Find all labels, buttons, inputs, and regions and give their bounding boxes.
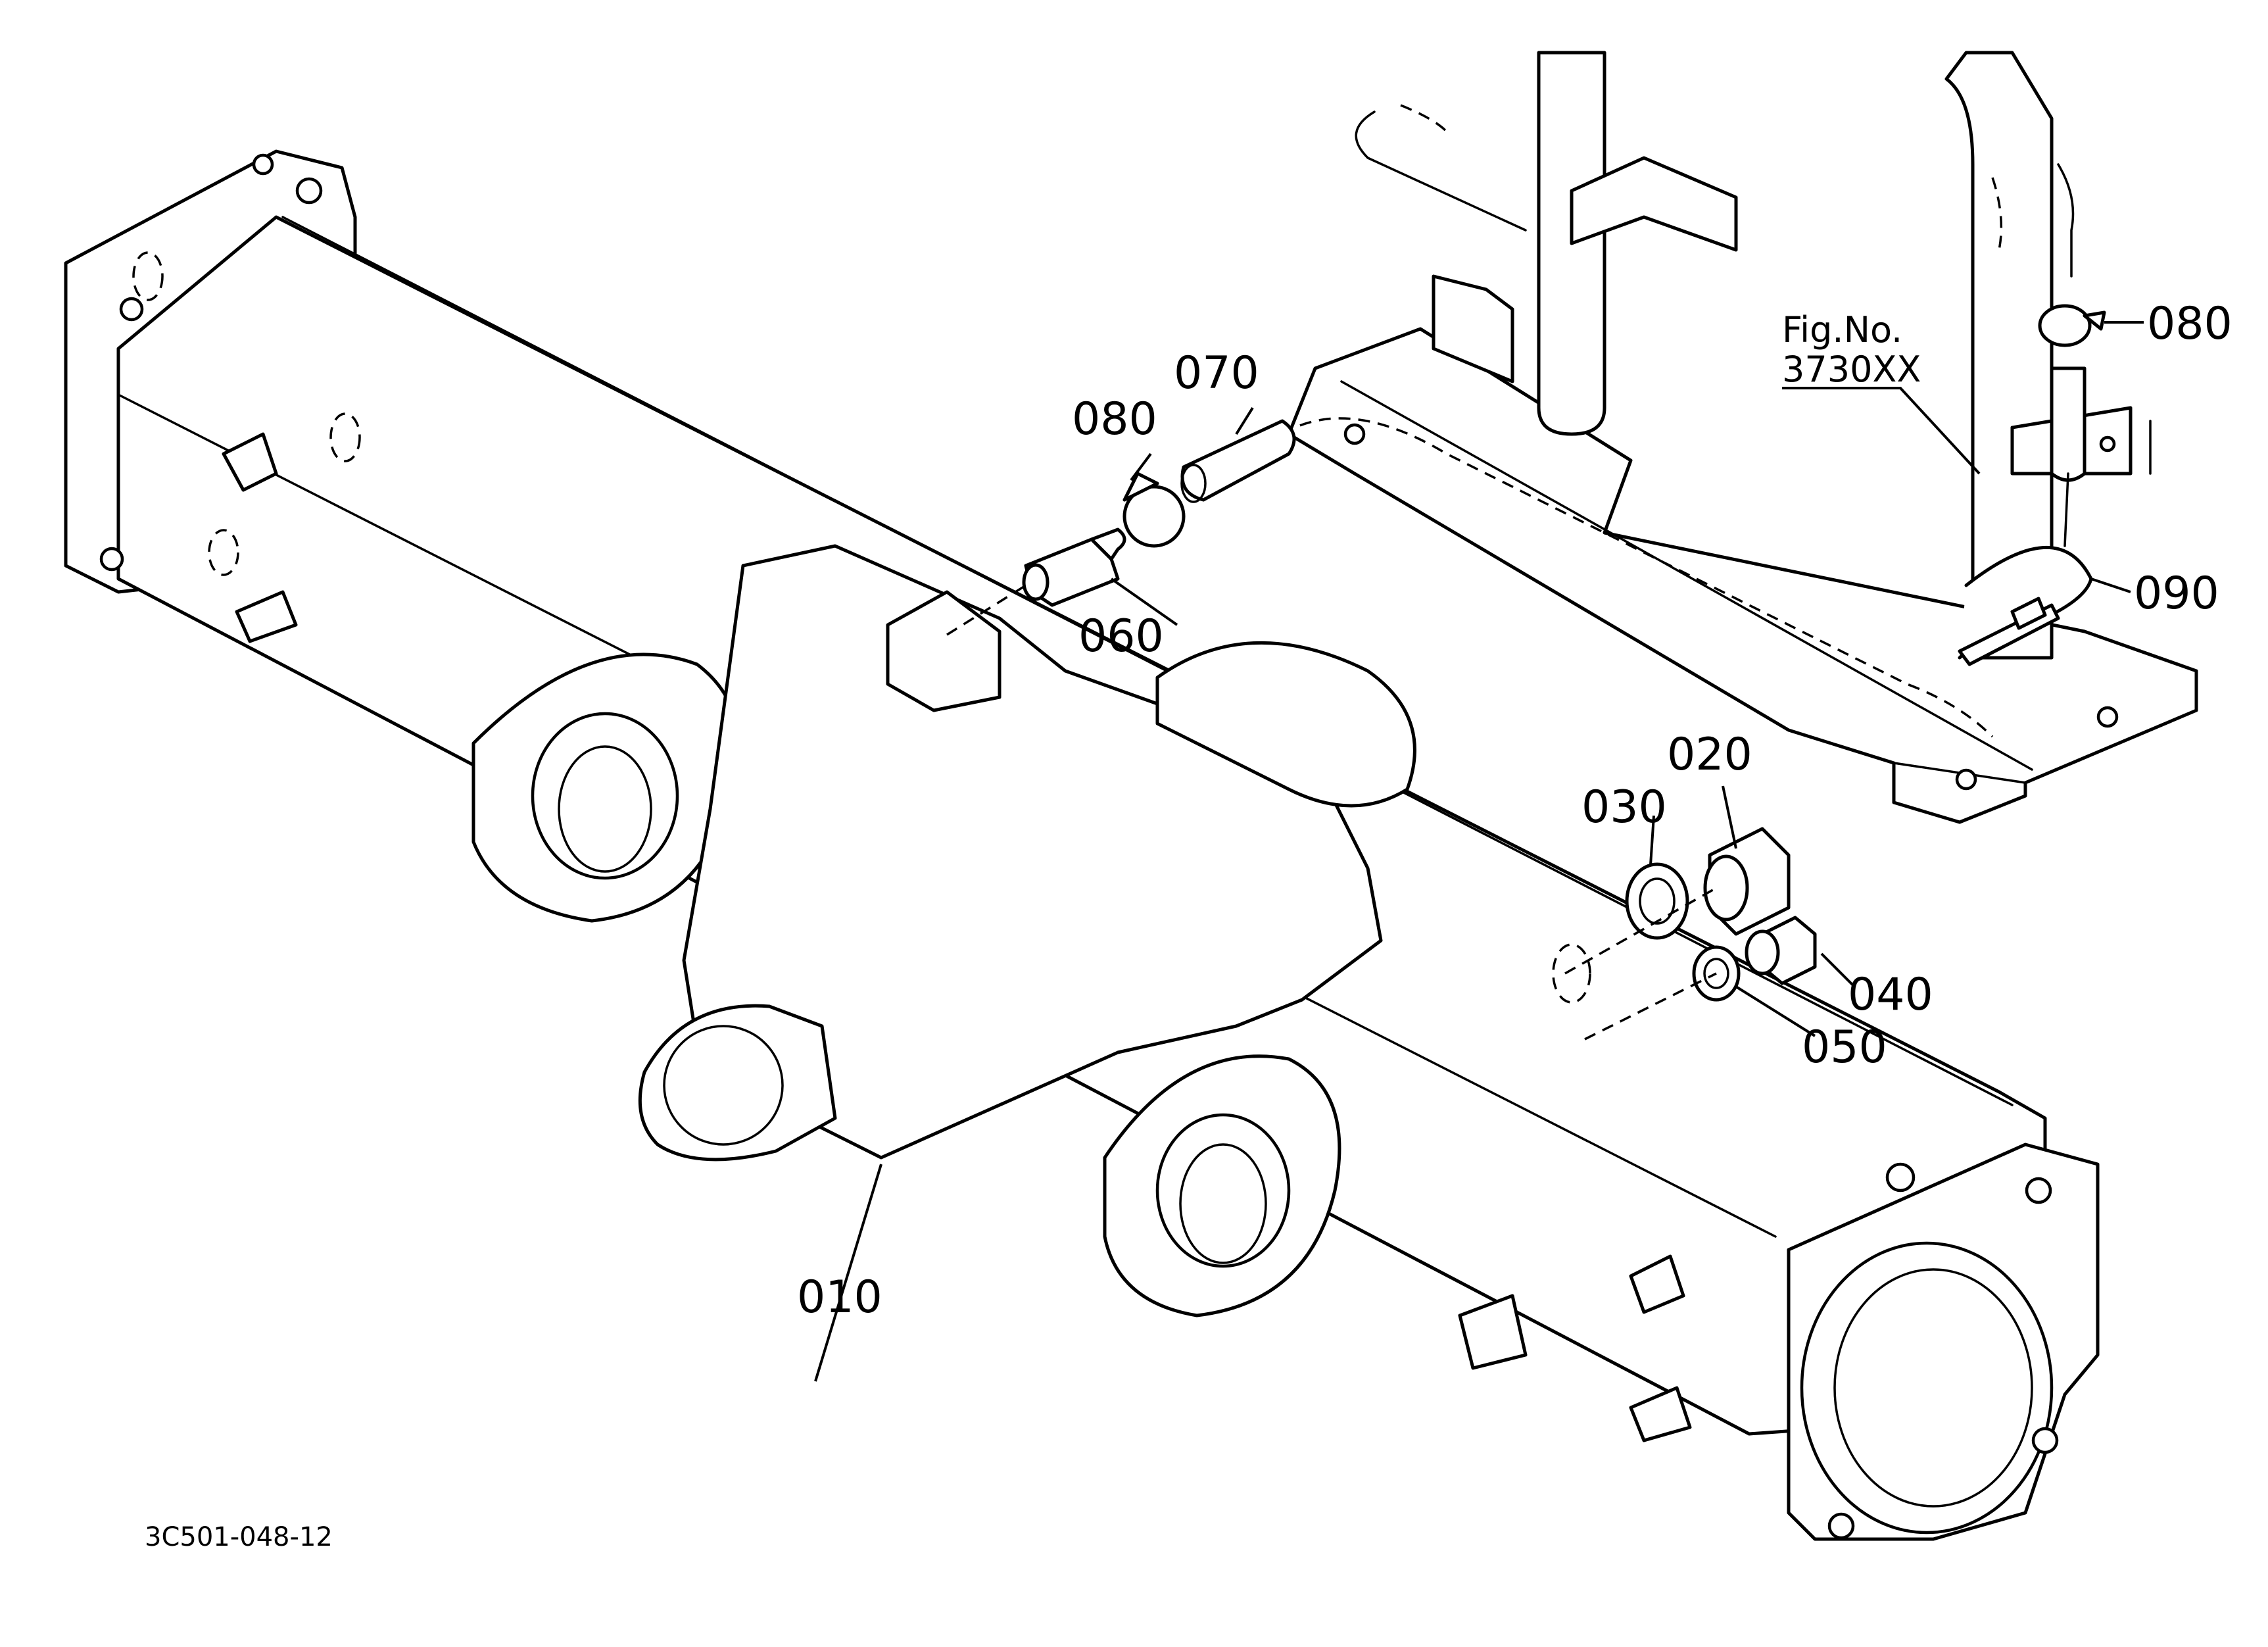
callout-010: 010 — [797, 1271, 882, 1323]
diagram-code: 3C501-048-12 — [145, 1522, 333, 1552]
callout-090: 090 — [2134, 568, 2219, 620]
frame-assembly — [1282, 51, 2198, 824]
callout-030: 030 — [1581, 781, 1667, 833]
part-040-plug — [1745, 916, 1817, 985]
callout-060: 060 — [1078, 610, 1164, 662]
part-080-clamp-right — [2038, 304, 2106, 347]
figure-ref-line1: Fig.No. — [1782, 309, 1902, 351]
callout-040: 040 — [1848, 969, 1933, 1021]
small-parts — [1022, 304, 2106, 1002]
callout-050: 050 — [1802, 1021, 1887, 1073]
leader-lines — [814, 321, 2144, 1382]
part-080-clamp-left — [1122, 472, 1186, 548]
callout-020: 020 — [1667, 729, 1752, 781]
figure-ref-line2: 3730XX — [1782, 349, 1921, 390]
callout-080-right: 080 — [2147, 298, 2232, 350]
callout-070: 070 — [1174, 347, 1259, 399]
callout-080-left: 080 — [1072, 393, 1157, 445]
part-right-hose — [2050, 366, 2087, 547]
part-070-tube — [1180, 419, 1296, 503]
part-090-cable-tie — [1958, 545, 2093, 666]
axle-housing — [64, 149, 2100, 1541]
part-020-plug — [1703, 827, 1791, 936]
part-060-fitting — [1022, 528, 1126, 607]
part-030-washer — [1625, 862, 1689, 940]
frame-tab — [1432, 274, 1514, 383]
output-shaft-cap — [638, 1004, 837, 1162]
frame-base-plate — [1287, 327, 2198, 824]
frame-bracket — [1570, 156, 1738, 252]
frame-post-right — [1944, 51, 2054, 660]
callout-labels: 010 020 030 040 050 060 070 080 080 090 … — [145, 298, 2232, 1552]
center-input-boss — [1155, 641, 1416, 808]
